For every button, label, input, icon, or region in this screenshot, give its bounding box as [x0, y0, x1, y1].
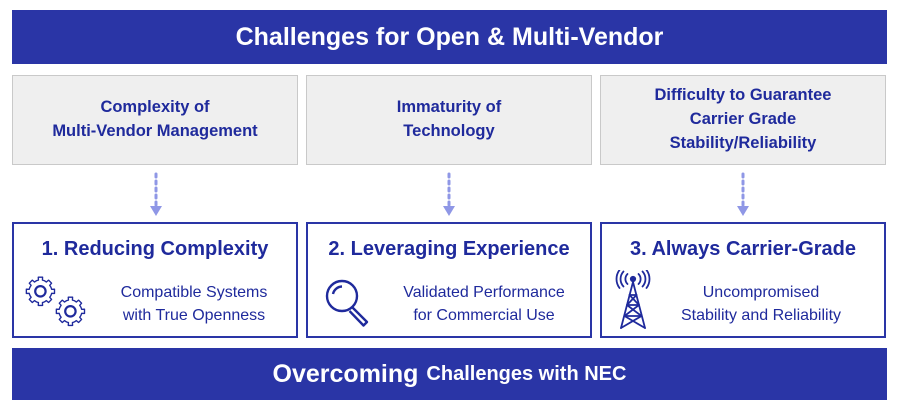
solution-2-desc-line-2: for Commercial Use: [413, 306, 555, 324]
solution-2-title: 2. Leveraging Experience: [328, 238, 570, 260]
solution-box-2: 2. Leveraging Experience Validated Perfo…: [306, 222, 592, 338]
footer-banner: Overcoming Challenges with NEC: [12, 348, 887, 400]
footer-title-bold: Overcoming: [272, 359, 419, 388]
header-title: Challenges for Open & Multi-Vendor: [235, 22, 664, 51]
gears-icon: [25, 276, 86, 327]
solution-2-desc-line-1: Validated Performance: [403, 284, 565, 301]
down-arrow-icon: [737, 172, 749, 216]
solution-3-description: Uncompromised Stability and Reliability: [658, 282, 864, 327]
solution-3-desc-line-1: Uncompromised: [702, 284, 820, 301]
challenge-box-1: Complexity of Multi-Vendor Management: [12, 75, 298, 165]
challenge-3-line-2: Carrier Grade: [689, 110, 797, 129]
challenge-1-line-2: Multi-Vendor Management: [52, 122, 258, 140]
challenge-box-3: Difficulty to Guarantee Carrier Grade St…: [600, 75, 886, 165]
footer-title-rest: Challenges with NEC: [426, 362, 627, 385]
solution-2-description: Validated Performance for Commercial Use: [386, 282, 582, 327]
header-banner: Challenges for Open & Multi-Vendor: [12, 10, 887, 64]
solution-1-description: Compatible Systems with True Openness: [104, 282, 284, 327]
solution-3-title: 3. Always Carrier-Grade: [629, 238, 857, 260]
down-arrow-icon: [150, 172, 162, 216]
challenge-3-line-1: Difficulty to Guarantee: [654, 86, 832, 105]
solution-3-desc-line-2: Stability and Reliability: [680, 306, 842, 324]
down-arrow-icon: [443, 172, 455, 216]
challenge-3-line-3: Stability/Reliability: [669, 133, 817, 152]
solution-1-desc-line-1: Compatible Systems: [120, 284, 268, 301]
solution-1-desc-line-2: with True Openness: [122, 306, 266, 324]
challenge-2-line-2: Technology: [403, 122, 495, 140]
challenge-1-line-1: Complexity of: [100, 98, 210, 117]
challenge-box-2: Immaturity of Technology: [306, 75, 592, 165]
challenge-2-line-1: Immaturity of: [396, 98, 502, 117]
solution-1-title: 1. Reducing Complexity: [41, 238, 269, 260]
antenna-tower-icon: [615, 270, 651, 329]
magnifier-icon: [325, 279, 369, 327]
solution-box-1: 1. Reducing Complexity Compatible System…: [12, 222, 298, 338]
solution-box-3: 3. Always Carrier-Grade Uncompromised St…: [600, 222, 886, 338]
